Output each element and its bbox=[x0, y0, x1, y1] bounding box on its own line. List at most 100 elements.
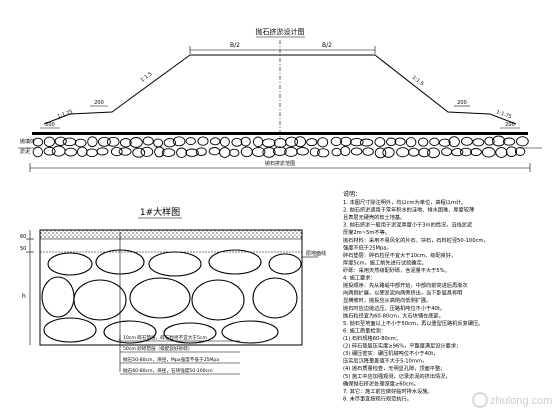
embankment-section: 抛石挤淤设计图 B/2 B/2 1:1.5 1:1.75 1:1.5 1:1.7… bbox=[18, 27, 542, 172]
rock-stone bbox=[161, 148, 176, 157]
rock-stone bbox=[262, 147, 276, 158]
note-line: 厚度2m~5m不等。 bbox=[343, 228, 390, 236]
rock-stone bbox=[43, 136, 55, 147]
rock-stone bbox=[140, 146, 154, 157]
rock-stone bbox=[438, 138, 451, 147]
detail-stone bbox=[73, 279, 127, 321]
berm-right-outer: 200 bbox=[505, 122, 515, 128]
rock-stone bbox=[340, 136, 352, 147]
rock-stone bbox=[448, 136, 460, 148]
rock-stone bbox=[502, 137, 516, 146]
detail-stone bbox=[191, 279, 245, 321]
rock-stone bbox=[451, 148, 464, 157]
rock-stone bbox=[306, 138, 318, 147]
note-line: 确保抛石挤淤处理深度≥60cm。 bbox=[343, 379, 419, 387]
rock-stone bbox=[492, 135, 506, 147]
right-slope bbox=[374, 54, 517, 125]
rock-stone bbox=[129, 137, 143, 148]
rock-stone bbox=[153, 138, 164, 148]
note-line: 碎石垫层：碎石粒径不宜大于10cm，级配良好， bbox=[343, 251, 456, 259]
dim-50: 50 bbox=[20, 246, 26, 252]
note-line: 抛石粒径宜为60-80cm，大石块铺在底部。 bbox=[343, 311, 444, 319]
rock-stone bbox=[62, 137, 77, 147]
rock-stone bbox=[514, 147, 526, 156]
rock-stone bbox=[64, 147, 77, 157]
section-title: 抛石挤淤设计图 bbox=[256, 27, 305, 36]
note-line: 1. 本图尺寸除注明外，均以cm为单位，高程以m计。 bbox=[343, 198, 466, 206]
rock-stone bbox=[460, 136, 473, 146]
callout-2: 50cm 砂砾垫层（级配良好砂砾） bbox=[123, 345, 192, 352]
rock-stone bbox=[74, 138, 87, 148]
callout-3: 抛石50-80cm，块径，Mpa强度不低于25Mpa bbox=[123, 356, 219, 363]
rock-stone bbox=[285, 136, 299, 147]
rock-stone bbox=[43, 146, 56, 156]
half-width-right: B/2 bbox=[322, 42, 332, 49]
rock-stone bbox=[86, 148, 98, 158]
rock-stone bbox=[459, 147, 473, 157]
rock-stone bbox=[418, 137, 429, 147]
rock-stone bbox=[472, 138, 485, 147]
detail-stone bbox=[129, 277, 191, 319]
rock-stone bbox=[172, 136, 186, 147]
rock-stone bbox=[405, 137, 417, 148]
note-line: 向两侧扩展，以使淤泥向两旁挤出，当下卧层具有明 bbox=[343, 289, 462, 297]
note-line: 强度不低于25Mpa。 bbox=[343, 243, 392, 251]
rock-stone bbox=[76, 146, 88, 157]
rock-stone bbox=[106, 136, 120, 147]
watermark-logo-icon bbox=[472, 392, 488, 408]
detail-stones bbox=[41, 249, 302, 344]
rock-stone bbox=[251, 147, 266, 157]
rock-stone bbox=[262, 138, 276, 148]
rock-stone bbox=[272, 146, 287, 156]
detail-stone bbox=[43, 317, 97, 343]
rock-stone bbox=[32, 146, 43, 158]
dim-h: h bbox=[22, 293, 26, 300]
note-line: 抛石时应边抛边压，压路机吨位不小于40t。 bbox=[343, 304, 445, 312]
rock-stone bbox=[350, 137, 364, 147]
slope-right-upper: 1:1.5 bbox=[411, 75, 425, 88]
note-line: 抛石材料：采用不易风化的片石、块石，石料粒径50-100cm， bbox=[343, 236, 489, 244]
rock-stone bbox=[516, 136, 529, 147]
rock-stone bbox=[240, 146, 253, 158]
notes-heading: 说明： bbox=[343, 190, 361, 198]
note-line: (4) 抛石质量检查，无明显孔隙，顶面平整； bbox=[343, 364, 445, 372]
detail-stone bbox=[208, 249, 262, 275]
rock-stone bbox=[427, 147, 440, 159]
rock-stone bbox=[495, 147, 508, 158]
note-line: 2. 抛石挤淤适用于常年积水的洼地、排水困难、厚度较薄 bbox=[343, 206, 474, 214]
detail-stone bbox=[41, 276, 75, 318]
note-line: 3. 抛石挤淤一般用于淤泥厚度小于3m的情况，沿线淤泥 bbox=[343, 221, 472, 229]
detail-stone bbox=[47, 252, 93, 276]
rock-stone bbox=[197, 136, 209, 146]
gravel-layer bbox=[40, 230, 302, 239]
rock-stone bbox=[296, 147, 309, 156]
rock-stone bbox=[374, 137, 386, 147]
note-line: (1) 石料规格60-80cm； bbox=[343, 334, 401, 342]
rock-stone bbox=[374, 147, 387, 159]
ground-label: 原地面线 bbox=[306, 250, 326, 257]
note-line: 6. 施工质量检测： bbox=[343, 326, 386, 334]
note-line: 显横坡时，抛投应从高侧向低侧扩展。 bbox=[343, 296, 431, 304]
note-line: 8. 未尽事宜按现行规范执行。 bbox=[343, 394, 412, 402]
rock-stone bbox=[418, 147, 431, 158]
bottom-label: 抛石挤淤范围 bbox=[265, 160, 295, 167]
note-line: 压实后沉降量差值不大于5-10mm， bbox=[343, 357, 427, 365]
callout-1: 10cm 碎石垫层，碎石粒径不宜大于5cm bbox=[123, 334, 207, 341]
watermark: zhulong.com bbox=[472, 392, 552, 408]
rock-stone bbox=[252, 136, 264, 148]
rock-stone bbox=[176, 147, 188, 158]
rock-stone bbox=[309, 147, 320, 157]
rock-stone bbox=[484, 136, 495, 146]
slope-right-lower: 1:1.75 bbox=[495, 109, 512, 120]
detail-title: 1#大样图 bbox=[140, 206, 180, 218]
rock-stone bbox=[142, 136, 154, 146]
rock-stone bbox=[340, 146, 351, 157]
cushion-layer bbox=[32, 132, 528, 135]
rock-stone bbox=[229, 148, 240, 157]
rock-stone bbox=[209, 137, 221, 146]
rock-stone bbox=[96, 147, 109, 156]
rock-stone bbox=[195, 147, 207, 157]
rock-stone bbox=[396, 147, 410, 158]
detail-stone bbox=[252, 277, 298, 319]
